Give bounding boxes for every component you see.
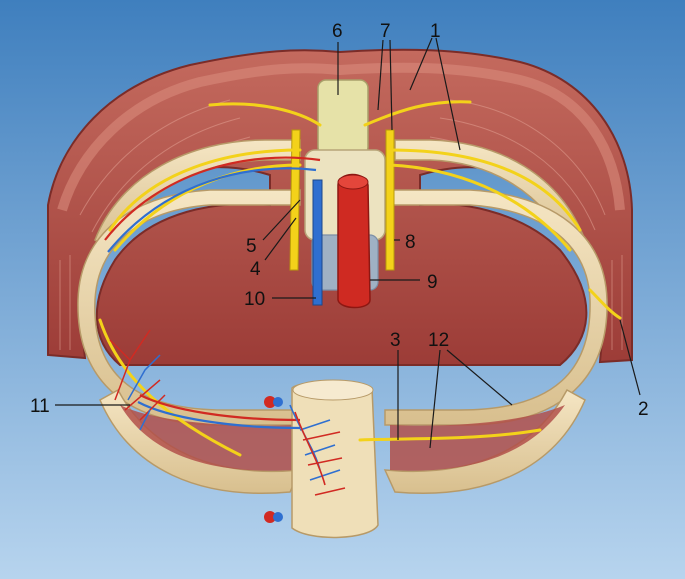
callout-5: 5 xyxy=(246,236,257,257)
internal-thoracic-vessels xyxy=(264,396,346,523)
callout-10: 10 xyxy=(244,289,265,310)
callout-1: 1 xyxy=(430,21,441,42)
callout-12: 12 xyxy=(428,330,449,351)
leader-lines xyxy=(55,37,641,449)
rib-ring-right xyxy=(384,189,608,426)
lateral-cutaneous-vessels xyxy=(109,329,166,421)
callout-8: 8 xyxy=(405,232,416,253)
callout-4: 4 xyxy=(250,259,261,280)
callout-9: 9 xyxy=(427,272,438,293)
azygos-vein xyxy=(312,179,323,306)
intercostal-vessels xyxy=(104,156,321,430)
aorta xyxy=(337,173,371,309)
callout-7: 7 xyxy=(380,21,391,42)
lateral-cutaneous-veins xyxy=(127,354,161,431)
callout-3: 3 xyxy=(390,330,401,351)
callout-6: 6 xyxy=(332,21,343,42)
callout-11: 11 xyxy=(30,396,50,417)
thoracic-wall-top-surface xyxy=(57,62,625,212)
callout-2: 2 xyxy=(638,399,649,420)
intercostal-nerves xyxy=(98,100,622,457)
